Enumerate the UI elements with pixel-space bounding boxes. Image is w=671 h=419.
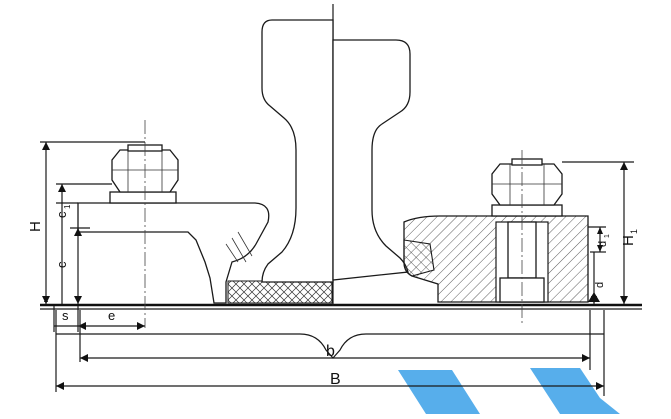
label-d1-sub: 1 [604,234,611,238]
right-clamp-assembly [403,150,589,326]
rail-right-half [332,39,411,281]
label-H1: H [620,235,637,246]
left-washer [109,191,177,204]
label-c1: c [54,211,69,218]
rail-left-half [261,19,334,283]
bottom-dimensions [55,310,605,396]
right-clamp-wedge [403,239,435,277]
right-bolt-top [511,158,543,166]
label-c: c [54,261,69,268]
label-e: e [108,308,115,323]
left-clamp-assembly [77,120,333,328]
watermark-shape [398,368,620,414]
label-d: d [594,282,606,288]
label-s: s [62,308,69,323]
left-rail-pad [227,280,333,304]
bottom-labels: b B [326,343,341,388]
label-d1: d [597,241,609,247]
right-dimensions [562,161,634,304]
label-c1-sub: 1 [63,204,72,209]
left-clamp-hatch [225,231,253,263]
label-H: H [27,221,44,232]
right-labels: H 1 d 1 d [594,229,639,288]
left-labels: H c 1 c s e [27,204,115,323]
label-B: B [330,371,341,388]
left-dimensions [40,141,145,332]
label-H1-sub: 1 [629,229,639,234]
right-washer [491,204,563,217]
right-nut [491,163,563,206]
left-clamp-body [77,202,270,304]
label-b: b [326,343,335,360]
